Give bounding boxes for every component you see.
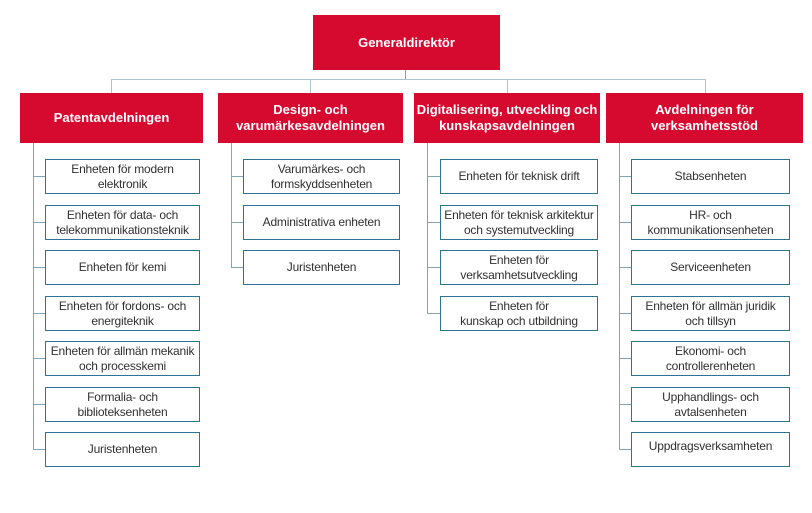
unit-box: Uppdragsverksamheten <box>631 432 790 467</box>
unit-box: Juristenheten <box>243 250 400 285</box>
connector-stub <box>427 313 440 314</box>
unit-box: Stabsenheten <box>631 159 790 194</box>
connector-stub <box>33 404 45 405</box>
unit-box: HR- och kommunikationsenheten <box>631 205 790 240</box>
department-box-verksamhetsstod: Avdelningen för verksamhetsstöd <box>606 93 803 143</box>
connector-stub <box>231 267 243 268</box>
unit-box: Enheten för kunskap och utbildning <box>440 296 598 331</box>
connector-spine-col-2 <box>231 143 232 268</box>
connector-main-horizontal <box>111 79 706 80</box>
unit-box: Enheten för modern elektronik <box>45 159 200 194</box>
connector-stub <box>231 222 243 223</box>
connector-stub <box>33 222 45 223</box>
unit-box: Enheten för data- och telekommunikations… <box>45 205 200 240</box>
connector-spine-col-3 <box>427 143 428 314</box>
connector-stub <box>231 176 243 177</box>
department-box-patent: Patentavdelningen <box>20 93 203 143</box>
connector-stub <box>33 176 45 177</box>
unit-box: Juristenheten <box>45 432 200 467</box>
connector-drop-dept-3 <box>507 79 508 93</box>
unit-box: Ekonomi- och controllerenheten <box>631 341 790 376</box>
connector-stub <box>619 176 631 177</box>
connector-stub <box>427 267 440 268</box>
unit-box: Enheten för fordons- och energiteknik <box>45 296 200 331</box>
unit-box: Upphandlings- och avtalsenheten <box>631 387 790 422</box>
connector-root-stub <box>405 70 406 79</box>
connector-stub <box>619 358 631 359</box>
connector-stub <box>619 313 631 314</box>
unit-box: Varumärkes- och formskyddsenheten <box>243 159 400 194</box>
connector-stub <box>33 449 45 450</box>
connector-stub <box>33 313 45 314</box>
department-box-design-varumarke: Design- och varumärkesavdelningen <box>218 93 403 143</box>
unit-box: Enheten för allmän juridik och tillsyn <box>631 296 790 331</box>
connector-spine-col-1 <box>33 143 34 450</box>
unit-box: Serviceenheten <box>631 250 790 285</box>
unit-box: Enheten för teknisk drift <box>440 159 598 194</box>
connector-stub <box>619 449 631 450</box>
connector-stub <box>619 404 631 405</box>
connector-drop-dept-4 <box>705 79 706 93</box>
unit-box: Administrativa enheten <box>243 205 400 240</box>
connector-drop-dept-1 <box>111 79 112 93</box>
connector-stub <box>427 222 440 223</box>
department-box-digitalisering: Digitalisering, utveckling och kunskapsa… <box>414 93 600 143</box>
root-box-generaldirektor: Generaldirektör <box>313 15 500 70</box>
unit-box: Enheten för kemi <box>45 250 200 285</box>
connector-stub <box>33 267 45 268</box>
connector-stub <box>619 267 631 268</box>
connector-drop-dept-2 <box>310 79 311 93</box>
connector-stub <box>33 358 45 359</box>
connector-stub <box>427 176 440 177</box>
unit-box: Enheten för verksamhetsutveckling <box>440 250 598 285</box>
unit-box: Formalia- och biblioteksenheten <box>45 387 200 422</box>
connector-stub <box>619 222 631 223</box>
connector-spine-col-4 <box>619 143 620 450</box>
unit-box: Enheten för allmän mekanik och processke… <box>45 341 200 376</box>
unit-box: Enheten för teknisk arkitektur och syste… <box>440 205 598 240</box>
